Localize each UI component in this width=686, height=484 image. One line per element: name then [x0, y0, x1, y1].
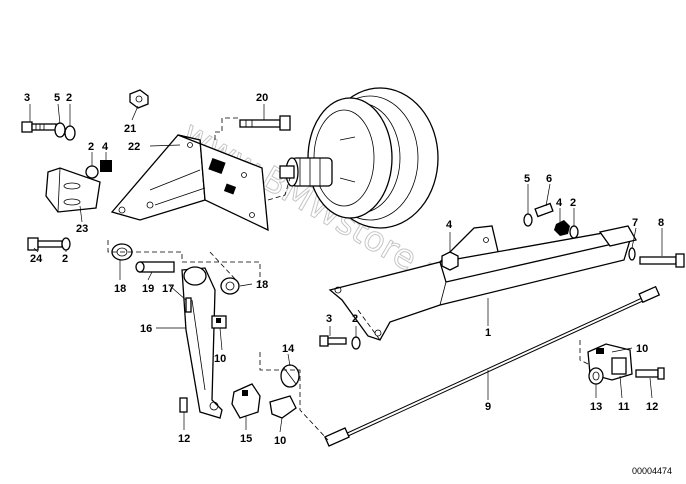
callout-8: 8: [658, 217, 664, 229]
pin: [635, 367, 665, 380]
push-rod: [324, 285, 661, 447]
clevis: [231, 383, 261, 419]
callout-9: 9: [485, 401, 491, 413]
callout-23: 23: [76, 223, 88, 235]
washer: [85, 165, 99, 179]
callout-16: 16: [140, 323, 152, 335]
leader-lines: [29, 103, 663, 433]
spring-clip: [211, 315, 227, 329]
callout-10: 10: [214, 353, 226, 365]
washer: [523, 213, 533, 227]
bushing: [280, 364, 300, 388]
callout-15: 15: [240, 433, 252, 445]
hex-nut: [129, 89, 149, 109]
hex-nut: [100, 160, 112, 172]
callout-3: 3: [326, 313, 332, 325]
washer: [569, 225, 579, 239]
washer: [61, 237, 71, 251]
callout-3: 3: [24, 92, 30, 104]
hex-nut: [554, 220, 570, 236]
hex-bolt: [239, 115, 291, 131]
callout-5: 5: [54, 92, 60, 104]
callout-24: 24: [30, 253, 43, 265]
callout-12: 12: [178, 433, 190, 445]
bushing: [220, 277, 240, 295]
hex-bolt: [639, 253, 685, 268]
callout-18: 18: [114, 283, 126, 295]
assembly-lines: [107, 117, 589, 441]
callout-4: 4: [102, 141, 109, 153]
pin: [179, 397, 188, 413]
angle-bracket: [45, 167, 101, 213]
callout-19: 19: [142, 283, 154, 295]
hex-bolt: [534, 202, 554, 218]
brake-booster: [279, 87, 439, 229]
callout-4: 4: [446, 219, 453, 231]
callout-2: 2: [352, 313, 358, 325]
callout-2: 2: [88, 141, 94, 153]
callout-10: 10: [636, 343, 648, 355]
pin: [185, 297, 192, 313]
callout-1: 1: [485, 327, 491, 339]
washer: [54, 122, 66, 138]
callout-5: 5: [524, 173, 530, 185]
callout-22: 22: [128, 141, 140, 153]
callout-17: 17: [162, 283, 174, 295]
washer: [351, 336, 361, 350]
upper-mounting-bracket: [110, 134, 269, 232]
pedal-lever: [181, 266, 223, 419]
callout-12: 12: [646, 401, 658, 413]
callout-13: 13: [590, 401, 602, 413]
clevis-assembly: [587, 343, 633, 385]
hex-nut: [441, 251, 459, 271]
reference-number: 00004474: [632, 466, 672, 476]
washer: [64, 125, 76, 141]
callout-14: 14: [282, 343, 295, 355]
callout-labels: 3 5 2 2 4 21 22 20 23 24 2 18 19 17 18 1…: [24, 92, 664, 447]
callout-21: 21: [124, 123, 136, 135]
pivot-pin: [135, 261, 175, 273]
callout-18: 18: [256, 279, 268, 291]
callout-11: 11: [618, 401, 630, 413]
cross-member-bracket: [328, 225, 637, 341]
hex-bolt: [21, 121, 57, 133]
callout-2: 2: [62, 253, 68, 265]
callout-2: 2: [570, 197, 576, 209]
callout-4: 4: [556, 197, 563, 209]
hex-bolt: [27, 237, 63, 251]
callout-10: 10: [274, 435, 286, 447]
callout-6: 6: [546, 173, 552, 185]
callout-2: 2: [66, 92, 72, 104]
callout-20: 20: [256, 92, 268, 104]
spring-clip: [269, 395, 297, 419]
hex-bolt: [319, 335, 347, 347]
callout-7: 7: [632, 217, 638, 229]
washer: [628, 247, 636, 261]
